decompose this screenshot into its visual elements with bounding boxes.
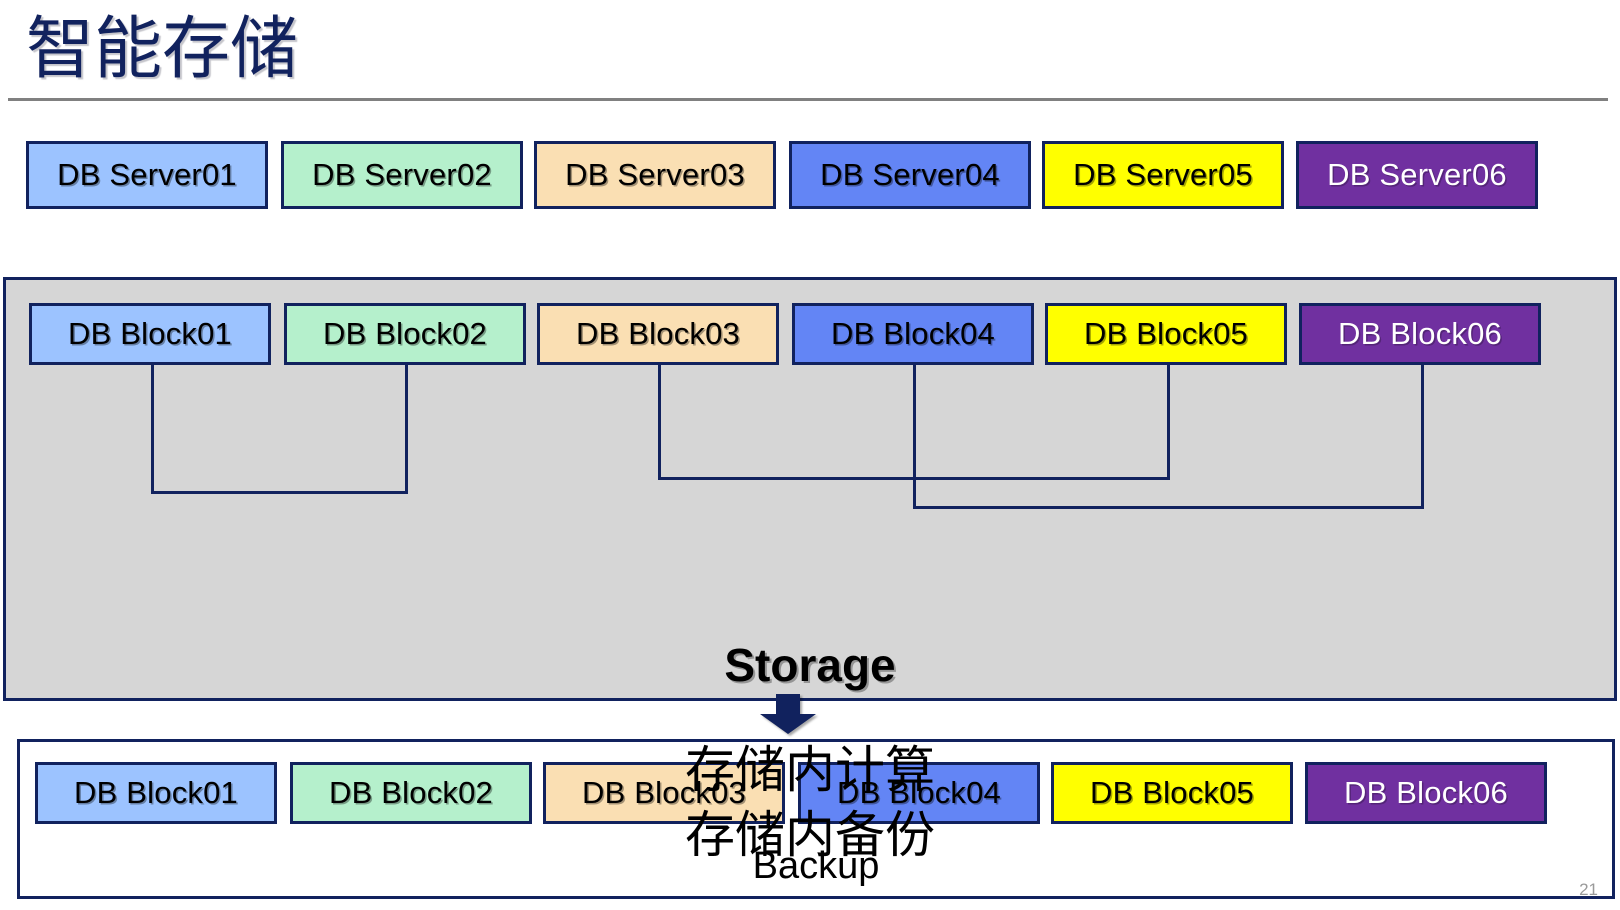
storage-label: Storage [724,639,896,691]
page-title: 智能存储 [26,11,299,87]
db-block-box-backup-6[interactable]: DB Block06 [1305,762,1547,824]
connector-h-block03-to-block05 [658,477,1167,480]
connector-v-block01-to-block02-right [405,365,408,494]
db-block-box-backup-1[interactable]: DB Block01 [35,762,277,824]
db-block-box-top-4[interactable]: DB Block04 [792,303,1034,365]
page-number: 21 [1579,880,1598,899]
caption-line-1: 存储内计算 [685,742,935,798]
db-server-box-2[interactable]: DB Server02 [281,141,523,209]
db-block-box-backup-2[interactable]: DB Block02 [290,762,532,824]
db-block-box-top-6[interactable]: DB Block06 [1299,303,1541,365]
db-block-box-top-1[interactable]: DB Block01 [29,303,271,365]
db-block-box-backup-4[interactable]: DB Block04 [798,762,1040,824]
db-server-box-3[interactable]: DB Server03 [534,141,776,209]
down-arrow-icon [760,694,816,734]
connector-v-block03-to-block05-left [658,365,661,480]
connector-v-block04-to-block06-left [913,365,916,509]
connector-v-block03-to-block05-right [1167,365,1170,480]
db-block-box-backup-3[interactable]: DB Block03 [543,762,785,824]
db-server-box-5[interactable]: DB Server05 [1042,141,1284,209]
db-block-box-top-5[interactable]: DB Block05 [1045,303,1287,365]
db-server-box-1[interactable]: DB Server01 [26,141,268,209]
title-divider [8,98,1608,101]
caption-line-2: 存储内备份 [685,807,935,863]
connector-h-block04-to-block06 [913,506,1421,509]
backup-label: Backup [752,845,880,887]
connector-v-block04-to-block06-right [1421,365,1424,509]
db-block-box-top-2[interactable]: DB Block02 [284,303,526,365]
db-server-box-6[interactable]: DB Server06 [1296,141,1538,209]
connector-h-block01-to-block02 [151,491,405,494]
db-block-box-top-3[interactable]: DB Block03 [537,303,779,365]
connector-v-block01-to-block02-left [151,365,154,494]
db-server-box-4[interactable]: DB Server04 [789,141,1031,209]
db-block-box-backup-5[interactable]: DB Block05 [1051,762,1293,824]
